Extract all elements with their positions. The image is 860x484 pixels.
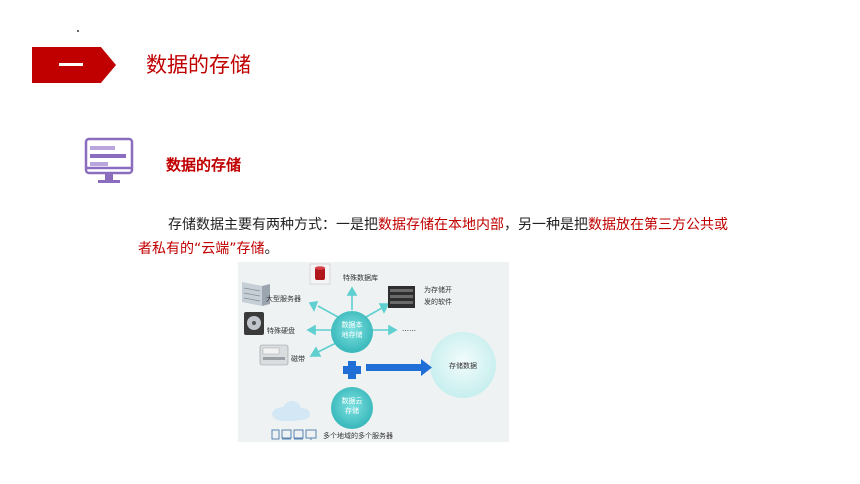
label-line: 发的软件 — [424, 298, 452, 306]
storage-data-node — [430, 332, 496, 398]
label-line: 数据本 — [341, 321, 363, 329]
hard-disk-icon — [244, 312, 264, 335]
section-marker — [32, 47, 116, 83]
devices-icon — [271, 429, 317, 440]
label-line: 地存储 — [341, 331, 363, 339]
special-disk-label: 特殊硬盘 — [267, 327, 295, 335]
body-paragraph: 存储数据主要有两种方式：一是把数据存储在本地内部，另一种是把数据放在第三方公共或… — [138, 213, 763, 261]
text-run: ，另一种是把 — [504, 217, 588, 233]
monitor-icon — [84, 137, 134, 183]
local-storage-label: 数据本 地存储 — [338, 320, 366, 340]
highlight-cloud: 数据放在第三方公共或 — [588, 217, 728, 233]
storage-diagram: 数据本 地存储 数据云 存储 存储数据 特殊数据库 大型服务器 特殊硬盘 磁带 … — [238, 262, 509, 442]
paragraph-line-2: 者私有的“云端”存储。 — [138, 237, 763, 261]
cloud-storage-node — [331, 387, 373, 429]
label-line: 为存储开 — [424, 286, 452, 294]
software-device-icon — [388, 286, 415, 308]
subsection-title: 数据的存储 — [166, 156, 242, 174]
diagram-graphics — [242, 263, 496, 440]
label-line: 数据云 — [341, 397, 363, 405]
tape-label: 磁带 — [291, 355, 305, 363]
cloud-storage-label: 数据云 存储 — [338, 396, 366, 416]
tape-drive-icon — [259, 344, 289, 366]
highlight-cloud-cont: 者私有的“云端”存储 — [138, 241, 265, 257]
large-server-label: 大型服务器 — [266, 295, 301, 303]
section-number-dash — [59, 63, 83, 66]
dev-software-label: 为存储开 发的软件 — [424, 286, 452, 307]
local-storage-node — [331, 311, 373, 353]
server-rack-icon — [242, 282, 270, 306]
page-title: 数据的存储 — [146, 53, 251, 77]
special-database-label: 特殊数据库 — [343, 274, 378, 282]
decor-dot — [77, 30, 79, 32]
text-run: 。 — [264, 241, 279, 257]
multi-server-label: 多个地域的多个服务器 — [323, 432, 393, 440]
cloud-icon — [272, 401, 310, 421]
text-run: 存储数据主要有两种方式：一是把 — [168, 217, 378, 233]
storage-data-label: 存储数据 — [449, 362, 477, 370]
paragraph-line-1: 存储数据主要有两种方式：一是把数据存储在本地内部，另一种是把数据放在第三方公共或 — [138, 213, 763, 237]
label-line: 存储 — [345, 407, 359, 415]
ellipsis-label: …… — [402, 325, 416, 333]
highlight-local: 数据存储在本地内部 — [378, 217, 504, 233]
